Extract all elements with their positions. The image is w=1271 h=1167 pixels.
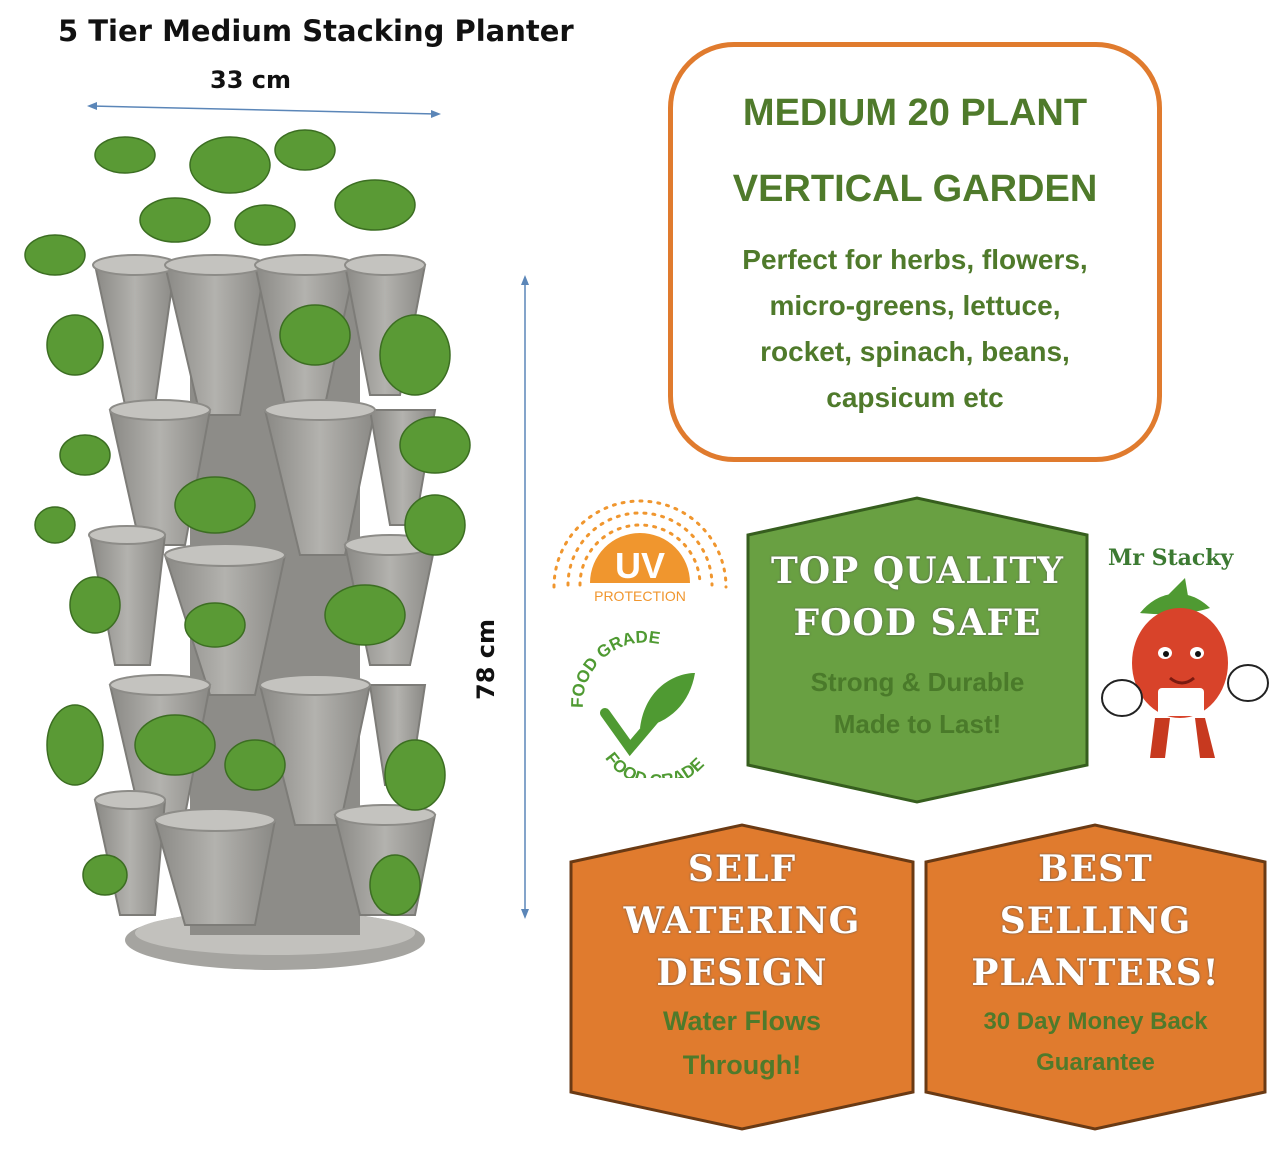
info-body-line3: rocket, spinach, beans,	[760, 336, 1070, 367]
info-body-line1: Perfect for herbs, flowers,	[742, 244, 1088, 275]
leaf-icon	[640, 673, 695, 728]
best-selling-hexagon	[924, 823, 1267, 1131]
svg-text:FOOD GRADE: FOOD GRADE	[568, 628, 662, 708]
food-grade-bottom-text: FOOD GRADE	[602, 749, 708, 778]
best-selling-head-line2: SELLING	[999, 900, 1192, 942]
info-body: Perfect for herbs, flowers, micro-greens…	[673, 237, 1157, 421]
quality-sub-line2: Made to Last!	[833, 709, 1002, 739]
info-box: MEDIUM 20 PLANT VERTICAL GARDEN Perfect …	[668, 42, 1162, 462]
self-watering-head-line1: SELF	[687, 848, 797, 890]
self-watering-sub-line1: Water Flows	[662, 1006, 822, 1036]
quality-text: TOP QUALITY FOOD SAFE Strong & Durable M…	[745, 545, 1090, 745]
info-body-line4: capsicum etc	[826, 382, 1004, 413]
width-label: 33 cm	[210, 66, 291, 94]
info-heading-line2: VERTICAL GARDEN	[732, 168, 1098, 210]
best-selling-sub-line2: Guarantee	[1036, 1049, 1155, 1076]
quality-head-line2: FOOD SAFE	[793, 602, 1042, 644]
height-arrow-icon	[521, 275, 529, 919]
info-heading: MEDIUM 20 PLANT VERTICAL GARDEN	[673, 75, 1157, 227]
svg-text:FOOD GRADE: FOOD GRADE	[602, 749, 708, 778]
food-grade-top-text: FOOD GRADE	[568, 628, 662, 708]
best-selling-head-line3: PLANTERS!	[971, 952, 1220, 994]
best-selling-head-line1: BEST	[1038, 848, 1153, 890]
self-watering-head-line2: WATERING	[623, 900, 861, 942]
quality-hexagon	[746, 496, 1089, 804]
uv-protection-badge: UV PROTECTION	[552, 499, 728, 604]
info-body-line2: micro-greens, lettuce,	[769, 290, 1061, 321]
planter-tower-image	[24, 129, 471, 970]
uv-text: UV	[615, 545, 665, 586]
food-grade-badge: FOOD GRADE FOOD GRADE	[568, 628, 708, 778]
mascot-image	[1101, 578, 1269, 758]
mascot-name: Mr Stacky	[1108, 545, 1234, 571]
self-watering-text: SELF WATERING DESIGN Water Flows Through…	[568, 843, 916, 1087]
quality-sub-line1: Strong & Durable	[810, 667, 1025, 697]
best-selling-sub-line1: 30 Day Money Back	[983, 1008, 1208, 1035]
info-heading-line1: MEDIUM 20 PLANT	[742, 92, 1088, 134]
width-arrow-icon	[87, 102, 441, 118]
self-watering-hexagon	[569, 823, 915, 1131]
uv-protection-text: PROTECTION	[594, 588, 686, 604]
self-watering-sub-line2: Through!	[682, 1050, 802, 1080]
quality-head-line1: TOP QUALITY	[771, 550, 1064, 592]
self-watering-head-line3: DESIGN	[656, 952, 828, 994]
product-title: 5 Tier Medium Stacking Planter	[58, 14, 574, 48]
best-selling-text: BEST SELLING PLANTERS! 30 Day Money Back…	[923, 843, 1268, 1083]
